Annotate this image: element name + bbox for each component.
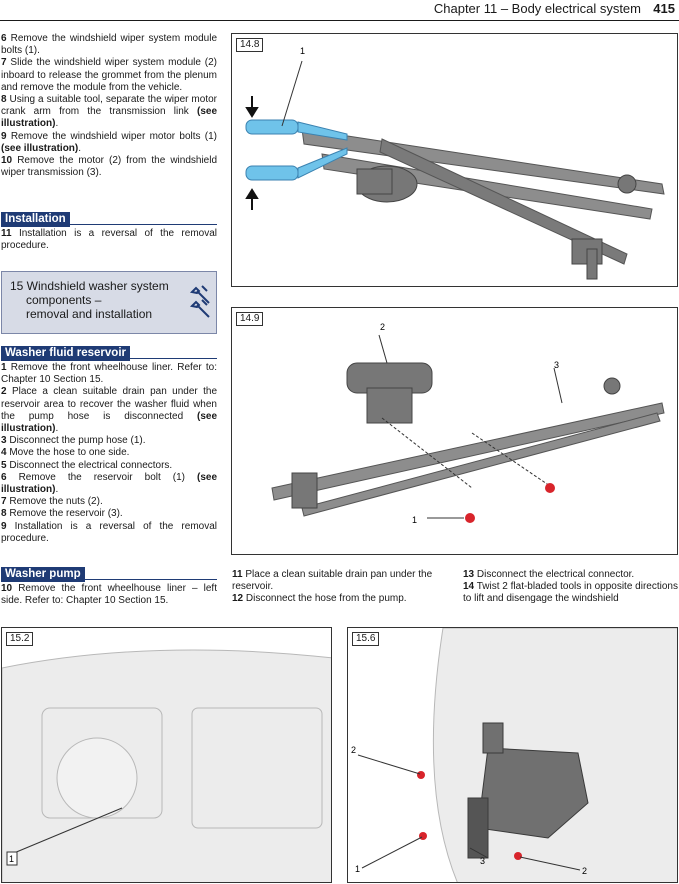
figure-tag: 14.8 xyxy=(236,38,264,52)
step-paragraph: 8 Using a suitable tool, separate the wi… xyxy=(1,94,217,130)
reservoir-text: 1 Remove the front wheelhouse liner. Ref… xyxy=(1,362,217,545)
step-paragraph: 10 Remove the motor (2) from the windshi… xyxy=(1,155,218,179)
step-paragraph: 2 Place a clean suitable drain pan under… xyxy=(1,386,218,435)
page-number: 415 xyxy=(653,1,675,16)
section-15-box: 15 Windshield washer system components –… xyxy=(1,271,217,334)
figure-tag: 14.9 xyxy=(236,312,264,326)
step-paragraph: 7 Remove the nuts (2). xyxy=(1,496,103,508)
step-paragraph: 9 Remove the windshield wiper motor bolt… xyxy=(1,130,217,154)
section-title: 15 Windshield washer system components –… xyxy=(10,279,169,321)
right-column: 13 Disconnect the electrical connector. … xyxy=(463,569,679,606)
callout-label: 1 xyxy=(355,864,360,874)
figure-14-9: 14.9 2 3 1 xyxy=(231,307,678,555)
washer-pump-heading: Washer pump xyxy=(1,564,217,582)
chapter-title: Chapter 11 – Body electrical system xyxy=(433,1,641,16)
step-paragraph: 7 Slide the windshield wiper system modu… xyxy=(1,57,217,93)
left-top-column: 6 Remove the windshield wiper system mod… xyxy=(1,33,217,179)
callout-label: 2 xyxy=(380,322,385,332)
middle-column: 11 Place a clean suitable drain pan unde… xyxy=(232,569,448,606)
figure-14-8: 14.8 1 xyxy=(231,33,678,287)
wrench-icon xyxy=(189,285,210,318)
step-paragraph: 6 Remove the reservoir bolt (1) (see ill… xyxy=(1,471,218,496)
step-paragraph: 1 Remove the front wheelhouse liner. Ref… xyxy=(1,362,218,386)
installation-text: 11 Installation is a reversal of the rem… xyxy=(1,228,218,252)
step-paragraph: 9 Installation is a reversal of the remo… xyxy=(1,520,218,544)
wiper-module-illustration: 1 xyxy=(245,46,665,280)
step-paragraph: 5 Disconnect the electrical connectors. xyxy=(1,459,173,471)
see-illustration-link: (see illustration) xyxy=(1,106,217,130)
step-paragraph: 12 Disconnect the hose from the pump. xyxy=(232,593,407,605)
callout-label: 3 xyxy=(480,856,485,866)
figure-15-2: 15.2 1 xyxy=(1,627,332,883)
washer-reservoir-illustration: 2 1 3 2 xyxy=(351,628,677,882)
callout-label: 1 xyxy=(9,854,14,864)
page-header: Chapter 11 – Body electrical system 415 xyxy=(0,0,679,22)
callout-label: 2 xyxy=(582,866,587,876)
header-rule xyxy=(0,20,679,21)
figure-tag: 15.6 xyxy=(352,632,380,646)
step-paragraph: 11 Place a clean suitable drain pan unde… xyxy=(232,569,433,593)
callout-label: 2 xyxy=(351,745,356,755)
reservoir-heading: Washer fluid reservoir xyxy=(1,343,217,361)
step-paragraph: 13 Disconnect the electrical connector. xyxy=(463,569,635,580)
step-paragraph: 8 Remove the reservoir (3). xyxy=(1,508,123,520)
figure-15-6: 15.6 2 1 3 2 xyxy=(347,627,678,883)
step-paragraph: 4 Move the hose to one side. xyxy=(1,447,130,459)
callout-label: 1 xyxy=(412,515,417,525)
wiper-motor-illustration: 2 3 1 xyxy=(271,322,665,525)
figure-tag: 15.2 xyxy=(6,632,34,646)
step-paragraph: 3 Disconnect the pump hose (1). xyxy=(1,435,146,447)
see-illustration-link: (see illustration) xyxy=(1,410,218,435)
callout-label: 3 xyxy=(554,360,559,370)
step-paragraph: 6 Remove the windshield wiper system mod… xyxy=(1,33,217,57)
installation-heading: Installation xyxy=(1,209,217,227)
step-paragraph: 14 Twist 2 flat-bladed tools in opposite… xyxy=(463,581,678,605)
see-illustration-link: (see illustration) xyxy=(1,142,79,154)
see-illustration-link: (see illustration) xyxy=(1,471,218,496)
callout-label: 1 xyxy=(300,46,305,56)
washer-pump-text: 10 Remove the front wheelhouse liner – l… xyxy=(1,583,217,607)
washer-pump-illustration: 1 xyxy=(2,649,331,882)
